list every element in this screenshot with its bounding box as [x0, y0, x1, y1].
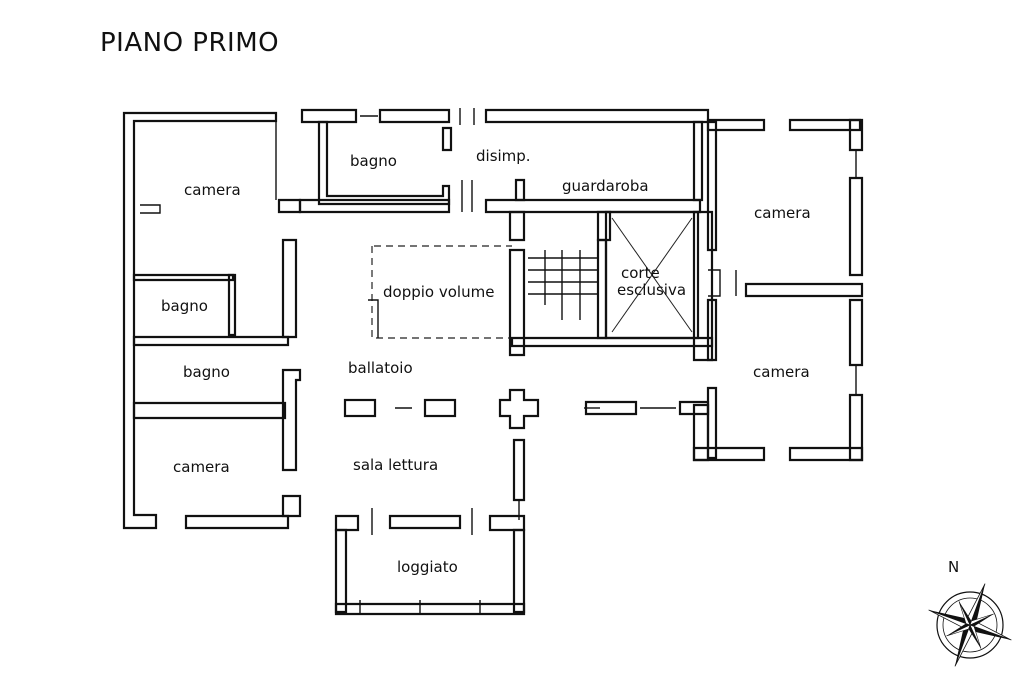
label-guardaroba: guardaroba [562, 177, 649, 195]
north-label: N [948, 558, 959, 576]
label-doppio-volume: doppio volume [383, 283, 494, 301]
label-camera-ne: camera [754, 204, 811, 222]
compass-icon [928, 583, 1012, 667]
compass-rose: N [928, 558, 1012, 667]
central-partitions [343, 388, 710, 520]
west-wing-walls [122, 111, 302, 530]
label-disimp: disimp. [476, 147, 531, 165]
label-corte: corte [621, 264, 660, 282]
staircase [508, 210, 714, 357]
label-loggiato: loggiato [397, 558, 458, 576]
page-title: PIANO PRIMO [100, 28, 280, 58]
label-camera-nw: camera [184, 181, 241, 199]
label-ballatoio: ballatoio [348, 359, 413, 377]
east-wing-walls [692, 118, 864, 462]
label-camera-sw: camera [173, 458, 230, 476]
doppio-volume-void [368, 245, 512, 339]
label-camera-e: camera [753, 363, 810, 381]
loggiato-walls [334, 508, 526, 616]
label-sala-lettura: sala lettura [353, 456, 438, 474]
label-bagno-top: bagno [350, 152, 397, 170]
label-esclusiva: esclusiva [617, 281, 686, 299]
label-bagno-mid: bagno [161, 297, 208, 315]
label-bagno-low: bagno [183, 363, 230, 381]
room-labels: camera bagno disimp. guardaroba camera b… [161, 147, 811, 576]
